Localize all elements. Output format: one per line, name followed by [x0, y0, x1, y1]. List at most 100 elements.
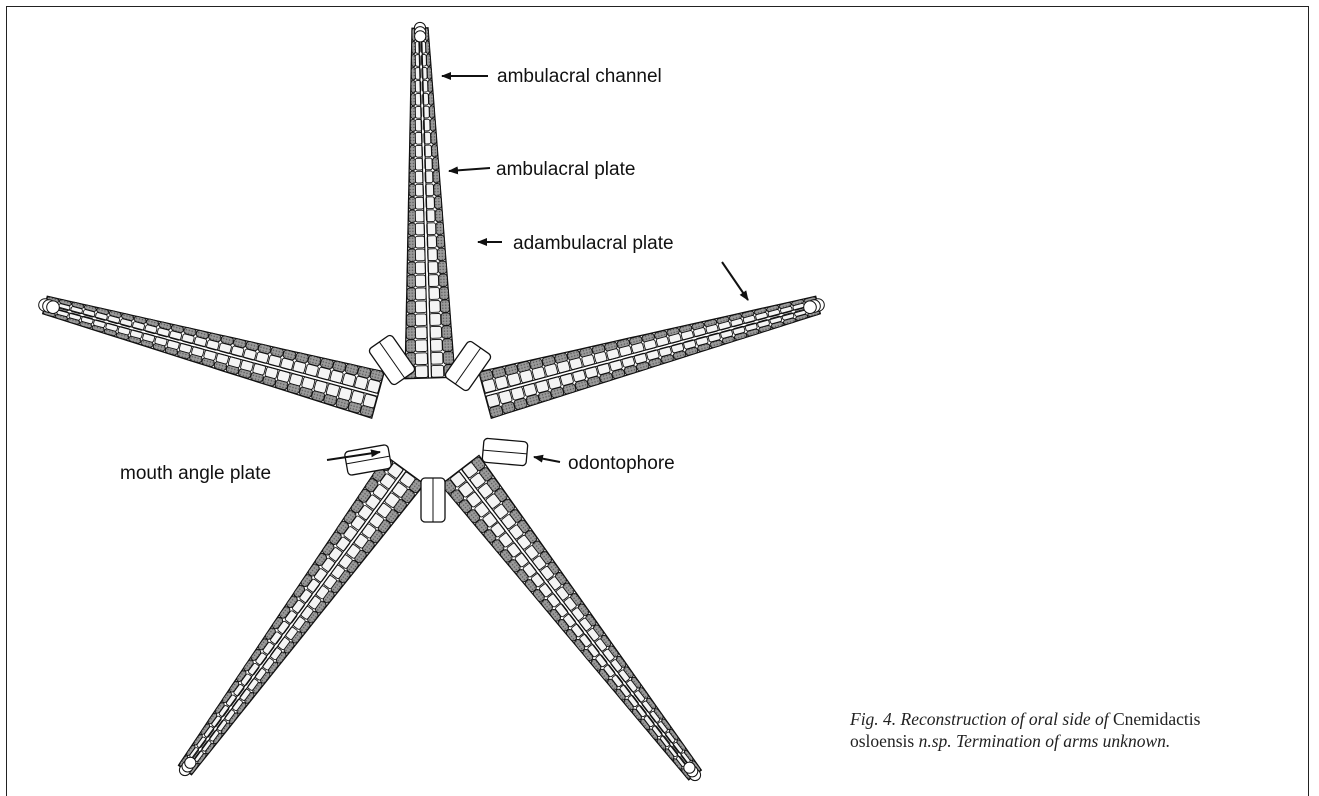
- adambulacral-plate: [435, 209, 443, 222]
- terminal-plate: [185, 757, 196, 768]
- arm-right: [479, 296, 825, 418]
- ambulacral-plate: [430, 339, 442, 351]
- ambulacral-plate: [427, 236, 437, 248]
- terminal-plate: [804, 301, 817, 314]
- ambulacral-plate: [431, 352, 443, 364]
- adambulacral-plate: [433, 170, 440, 183]
- ambulacral-plate: [415, 262, 425, 274]
- adambulacral-plate: [409, 197, 416, 210]
- adambulacral-plate: [440, 287, 449, 300]
- ambulacral-plate: [415, 353, 427, 365]
- arm-bottom-left: [179, 456, 425, 776]
- ambulacral-plate: [415, 210, 424, 222]
- ambulacral-plate: [431, 365, 444, 377]
- adambulacral-plate: [407, 275, 416, 288]
- ambulacral-plate: [415, 340, 427, 352]
- adambulacral-plate: [407, 262, 416, 275]
- ambulacral-channel: [485, 304, 818, 394]
- label-ambulacral-plate: ambulacral plate: [496, 159, 635, 180]
- label-odontophore: odontophore: [568, 453, 675, 474]
- arrow-adambulacral-plate-2: [722, 262, 748, 300]
- ambulacral-plate: [415, 327, 427, 339]
- adambulacral-plate: [406, 340, 416, 353]
- adambulacral-plate: [428, 80, 433, 93]
- ambulacral-channel: [45, 306, 378, 396]
- ambulacral-plate: [535, 380, 549, 393]
- adambulacral-plate: [427, 67, 432, 80]
- ambulacral-plate: [415, 236, 425, 248]
- adambulacral-plate: [426, 54, 430, 67]
- adambulacral-plate: [436, 222, 444, 235]
- ambulacral-plate: [415, 288, 426, 300]
- ambulacral-channel: [461, 469, 696, 774]
- adambulacral-plate: [407, 301, 416, 314]
- arrow-ambulacral-plate: [449, 168, 490, 171]
- ambulacral-plate: [429, 313, 440, 325]
- ambulacral-channel: [184, 469, 404, 769]
- ambulacral-plate: [428, 275, 438, 287]
- adambulacral-plate: [431, 132, 437, 145]
- ambulacral-plate: [548, 376, 562, 389]
- ambulacral-plate: [415, 171, 423, 183]
- ambulacral-plate: [415, 249, 425, 261]
- ambulacral-plate: [317, 367, 331, 380]
- adambulacral-plate: [406, 327, 416, 340]
- adambulacral-plate: [439, 274, 448, 287]
- ambulacral-channel: [186, 471, 406, 771]
- adambulacral-plate: [438, 261, 447, 274]
- terminal-plate: [47, 301, 60, 314]
- adambulacral-plate: [441, 313, 451, 326]
- adambulacral-plate: [409, 184, 416, 197]
- label-adambulacral-plate: adambulacral plate: [513, 233, 674, 254]
- adambulacral-plate: [407, 314, 417, 327]
- ambulacral-plate: [415, 314, 426, 326]
- figure-caption: Fig. 4. Reconstruction of oral side of C…: [850, 708, 1310, 752]
- arm-bottom-right: [441, 455, 701, 780]
- ambulacral-plate: [429, 287, 440, 299]
- ambulacral-plate: [415, 301, 426, 313]
- ambulacral-plate: [428, 249, 438, 261]
- ambulacral-plate: [305, 364, 319, 377]
- central-disc: [388, 380, 478, 470]
- adambulacral-plate: [429, 106, 434, 119]
- adambulacral-plate: [437, 248, 445, 261]
- ambulacral-plate: [415, 366, 428, 378]
- ambulacral-plate: [415, 223, 424, 235]
- ambulacral-channel: [45, 304, 378, 394]
- terminal-plate: [415, 31, 426, 42]
- terminal-plate: [684, 762, 695, 773]
- odontophore-plate: [482, 438, 528, 466]
- ambulacral-plate: [429, 300, 440, 312]
- adambulacral-plate: [442, 339, 452, 352]
- adambulacral-plate: [429, 93, 434, 106]
- adambulacral-plate: [407, 288, 416, 301]
- ambulacral-plate: [415, 158, 423, 170]
- caption-prefix: Fig. 4. Reconstruction of oral side of: [850, 709, 1113, 729]
- adambulacral-plate: [440, 300, 449, 313]
- adambulacral-plate: [434, 196, 441, 209]
- label-ambulacral-channel: ambulacral channel: [497, 66, 662, 87]
- ambulacral-plate: [427, 223, 436, 235]
- caption-suffix: n.sp. Termination of arms unknown.: [914, 731, 1170, 751]
- adambulacral-plate: [442, 326, 452, 339]
- adambulacral-plate: [437, 235, 445, 248]
- ambulacral-channel: [485, 306, 818, 396]
- caption-genus: Cnemidactis: [1113, 709, 1200, 729]
- adambulacral-plate: [432, 158, 438, 171]
- label-mouth-angle-plate: mouth angle plate: [120, 463, 271, 484]
- ambulacral-plate: [415, 197, 424, 209]
- adambulacral-plate: [408, 236, 416, 249]
- ambulacral-plate: [415, 184, 423, 196]
- arm-left: [39, 296, 385, 418]
- ambulacral-plate: [428, 262, 438, 274]
- ambulacral-channel: [459, 471, 694, 776]
- adambulacral-plate: [408, 210, 416, 223]
- arrow-odontophore: [534, 457, 560, 462]
- ambulacral-plate: [415, 275, 425, 287]
- adambulacral-plate: [430, 119, 436, 132]
- adambulacral-plate: [443, 352, 453, 365]
- adambulacral-plate: [408, 223, 416, 236]
- adambulacral-plate: [426, 41, 430, 54]
- adambulacral-plate: [408, 249, 416, 262]
